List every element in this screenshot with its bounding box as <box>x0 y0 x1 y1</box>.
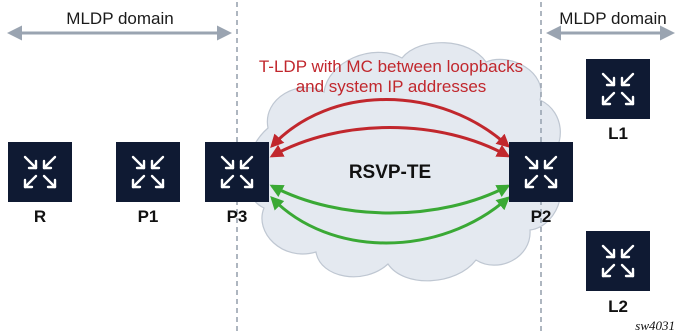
rsvp-label: RSVP-TE <box>349 162 431 183</box>
router-l1 <box>586 59 650 119</box>
node-label-p3: P3 <box>227 207 248 226</box>
rsvp-cloud <box>245 42 562 282</box>
left-domain-label: MLDP domain <box>66 9 173 28</box>
node-label-l1: L1 <box>608 124 628 143</box>
router-l2 <box>586 231 650 291</box>
tldp-label-line2: and system IP addresses <box>296 77 487 96</box>
node-label-r: R <box>34 207 46 226</box>
router-r <box>8 142 72 202</box>
tldp-label-line1: T-LDP with MC between loopbacks <box>259 57 523 76</box>
figure-id: sw4031 <box>635 318 675 333</box>
router-p1 <box>116 142 180 202</box>
tldp-arrow-outer <box>270 98 510 148</box>
rsvp-arrow-lower <box>270 196 511 245</box>
router-p3 <box>205 142 269 202</box>
node-label-p1: P1 <box>138 207 159 226</box>
router-p2 <box>509 142 573 202</box>
node-label-p2: P2 <box>531 207 552 226</box>
tldp-arrow-inner <box>269 126 511 158</box>
right-domain-label: MLDP domain <box>559 9 666 28</box>
node-label-l2: L2 <box>608 297 628 316</box>
